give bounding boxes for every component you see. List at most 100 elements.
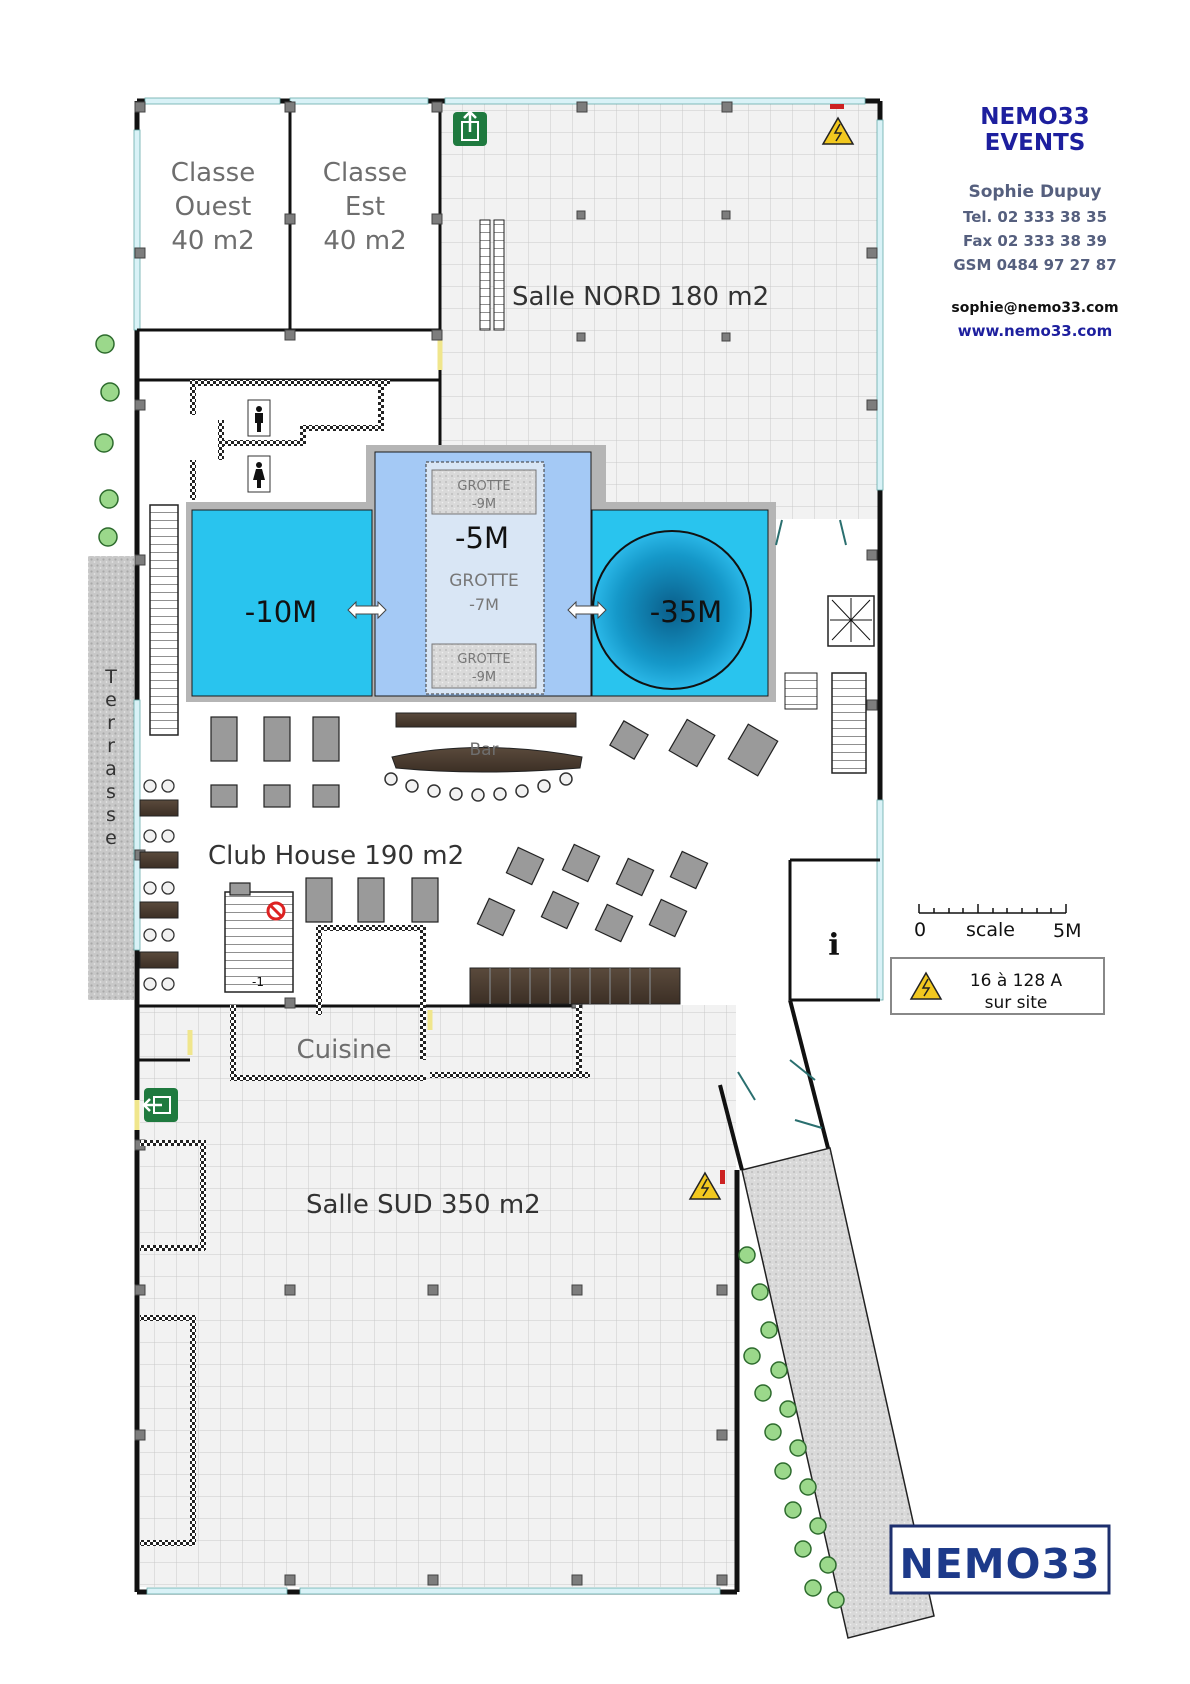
classe-est-line2: Est bbox=[345, 192, 385, 222]
club-tables bbox=[210, 716, 779, 943]
info-icon: i bbox=[828, 928, 839, 963]
warning-icon bbox=[821, 104, 855, 145]
wood-partitions bbox=[469, 967, 681, 1005]
classe-est-line3: 40 m2 bbox=[323, 226, 406, 256]
stacked-chairs bbox=[479, 219, 505, 331]
tree-icon bbox=[764, 1423, 782, 1441]
kitchen-walls bbox=[140, 925, 590, 1546]
tree-icon bbox=[100, 382, 120, 402]
warning-icon bbox=[909, 971, 943, 1000]
scale-start: 0 bbox=[914, 919, 926, 941]
tree-icon bbox=[789, 1439, 807, 1457]
tree-icon bbox=[799, 1478, 817, 1496]
no-entry-icon bbox=[266, 901, 286, 921]
svg-text:NEMO33: NEMO33 bbox=[899, 1540, 1100, 1588]
grotte-top-depth: -9M bbox=[472, 497, 496, 512]
pool-arrow-right bbox=[567, 600, 607, 620]
doors bbox=[134, 340, 443, 1130]
contact-website[interactable]: www.nemo33.com bbox=[957, 322, 1113, 340]
svg-text:a: a bbox=[105, 758, 117, 780]
power-legend-line2: sur site bbox=[985, 993, 1048, 1013]
svg-text:s: s bbox=[106, 781, 116, 803]
contact-fax: Fax 02 333 38 39 bbox=[963, 232, 1107, 250]
tree-icon bbox=[751, 1283, 769, 1301]
pool bbox=[186, 445, 776, 702]
tree-icon bbox=[98, 527, 118, 547]
power-legend-line1: 16 à 128 A bbox=[970, 971, 1063, 991]
classe-ouest-line3: 40 m2 bbox=[171, 226, 254, 256]
grotte-top bbox=[431, 469, 537, 515]
svg-text:e: e bbox=[105, 827, 117, 849]
tree-icon bbox=[770, 1361, 788, 1379]
restroom-partitions bbox=[190, 380, 390, 500]
power-legend: 16 à 128 A sur site bbox=[890, 957, 1105, 1015]
warning-icon bbox=[688, 1170, 725, 1200]
tree-icon bbox=[760, 1321, 778, 1339]
tree-icon bbox=[784, 1501, 802, 1519]
salle-sud-label: Salle SUD 350 m2 bbox=[306, 1190, 541, 1220]
grotte-bottom-label: GROTTE bbox=[457, 652, 510, 667]
terrasse-area bbox=[88, 556, 134, 1000]
pool-shallow-left bbox=[191, 509, 373, 697]
pool-depth-middle: -5M bbox=[455, 521, 509, 555]
svg-text:s: s bbox=[106, 804, 116, 826]
tree-icon bbox=[827, 1591, 845, 1609]
tree-icon bbox=[94, 433, 114, 453]
exit-icon bbox=[453, 110, 487, 146]
contact-name: Sophie Dupuy bbox=[968, 182, 1102, 202]
stairs-level-label: -1 bbox=[252, 975, 264, 989]
tree-icon bbox=[774, 1462, 792, 1480]
tree-icon bbox=[804, 1579, 822, 1597]
male-restroom-icon bbox=[247, 399, 271, 437]
tree-icon bbox=[95, 334, 115, 354]
exit-icon bbox=[142, 1088, 178, 1122]
tree-icon bbox=[794, 1540, 812, 1558]
contact-info: NEMO33 EVENTS Sophie Dupuy Tel. 02 333 3… bbox=[930, 104, 1140, 340]
cuisine-label: Cuisine bbox=[296, 1035, 391, 1065]
entrance bbox=[718, 999, 830, 1171]
classe-ouest-line2: Ouest bbox=[175, 192, 252, 222]
pool-arrow-left bbox=[347, 600, 387, 620]
pool-depth-right: -35M bbox=[650, 595, 722, 629]
tree-icon bbox=[779, 1400, 797, 1418]
tree-icon bbox=[743, 1347, 761, 1365]
salle-sud-floor bbox=[140, 1005, 736, 1587]
entrance-doors bbox=[737, 519, 847, 1129]
club-house-label: Club House 190 m2 bbox=[208, 841, 464, 871]
svg-text:e: e bbox=[105, 689, 117, 711]
company-name: NEMO33 EVENTS bbox=[980, 104, 1090, 156]
scale-label: scale bbox=[966, 919, 1015, 941]
female-restroom-icon bbox=[247, 455, 271, 493]
trees bbox=[94, 334, 845, 1609]
grotte-bottom bbox=[431, 643, 537, 689]
tree-icon bbox=[819, 1556, 837, 1574]
bar-stools bbox=[384, 772, 573, 802]
scale-bar bbox=[918, 904, 1067, 914]
classe-ouest-line1: Classe bbox=[171, 158, 255, 188]
pool-depth-left: -10M bbox=[245, 595, 317, 629]
tree-icon bbox=[738, 1246, 756, 1264]
bar-label: Bar bbox=[469, 740, 498, 760]
grotte-middle-label: GROTTE bbox=[449, 571, 519, 591]
terrasse-label: T e r r a s s e bbox=[104, 666, 117, 849]
svg-text:r: r bbox=[107, 735, 115, 757]
tree-icon bbox=[809, 1517, 827, 1535]
svg-text:T: T bbox=[104, 666, 117, 688]
scale-end: 5M bbox=[1053, 920, 1081, 942]
grotte-top-label: GROTTE bbox=[457, 479, 510, 494]
tree-icon bbox=[754, 1384, 772, 1402]
svg-text:r: r bbox=[107, 712, 115, 734]
grotte-middle-depth: -7M bbox=[469, 595, 499, 614]
contact-tel: Tel. 02 333 38 35 bbox=[962, 208, 1108, 226]
booth-tables bbox=[139, 779, 179, 991]
contact-email[interactable]: sophie@nemo33.com bbox=[951, 300, 1119, 316]
classe-est-line1: Classe bbox=[323, 158, 407, 188]
grotte-bottom-depth: -9M bbox=[472, 670, 496, 685]
contact-gsm: GSM 0484 97 27 87 bbox=[953, 256, 1117, 274]
kitchen-corridor-floor bbox=[430, 1005, 576, 1085]
nemo33-logo: NEMO33 bbox=[889, 1524, 1111, 1595]
tree-icon bbox=[99, 489, 119, 509]
bar-counter bbox=[391, 712, 583, 773]
windows bbox=[133, 97, 884, 1595]
salle-nord-label: Salle NORD 180 m2 bbox=[512, 282, 769, 312]
